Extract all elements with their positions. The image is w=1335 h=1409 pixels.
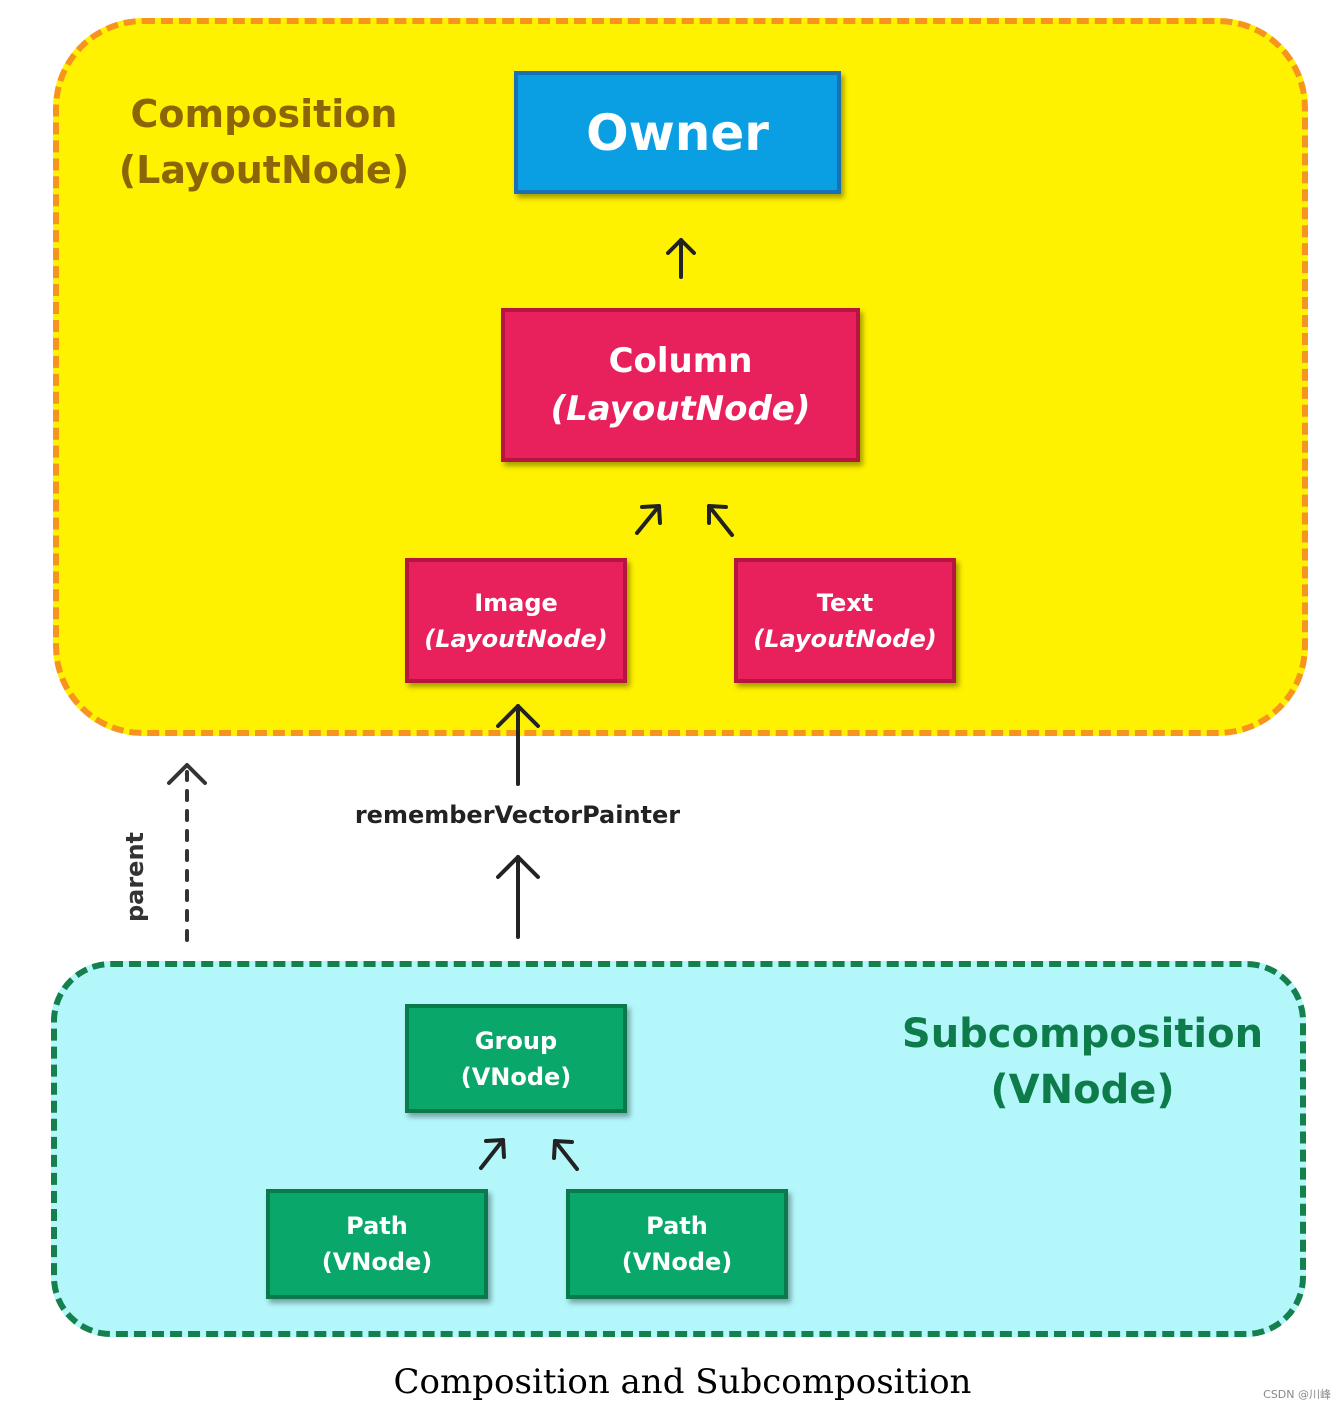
arrow-painter-to-image [496,704,540,786]
path-left-label: Path [346,1212,408,1240]
image-type: (LayoutNode) [424,624,608,653]
path-right-label: Path [646,1212,708,1240]
owner-label: Owner [586,103,769,162]
composition-title: Composition (LayoutNode) [118,92,410,192]
arrow-image-to-column [635,504,662,535]
figure-caption: Composition and Subcomposition [393,1362,972,1402]
parent-label: parent [121,831,149,923]
text-label: Text [816,588,874,617]
subcomposition-title: Subcomposition (VNode) [901,1011,1264,1113]
image-label: Image [474,588,558,617]
group-label: Group [474,1026,558,1055]
owner-node: Owner [514,71,841,194]
column-label: Column [608,341,753,381]
image-node: Image (LayoutNode) [405,558,627,683]
watermark: CSDN @川峰 [1263,1388,1331,1401]
group-type: (VNode) [460,1062,572,1091]
path-left-type: (VNode) [321,1248,433,1276]
arrow-group-to-painter [496,855,540,939]
arrow-text-to-column [707,504,734,537]
path-node-left: Path (VNode) [266,1189,488,1299]
text-node: Text (LayoutNode) [734,558,956,683]
arrow-parent-dashed [167,763,207,942]
arrow-column-to-owner [666,238,696,279]
text-type: (LayoutNode) [753,624,937,653]
path-node-right: Path (VNode) [566,1189,788,1299]
group-node: Group (VNode) [405,1004,627,1113]
arrow-path-left-to-group [479,1138,506,1170]
path-right-type: (VNode) [621,1248,733,1276]
remember-vector-painter-label: rememberVectorPainter [354,801,681,829]
arrow-path-right-to-group [552,1139,579,1171]
column-type: (LayoutNode) [550,389,811,429]
column-node: Column (LayoutNode) [501,308,860,462]
